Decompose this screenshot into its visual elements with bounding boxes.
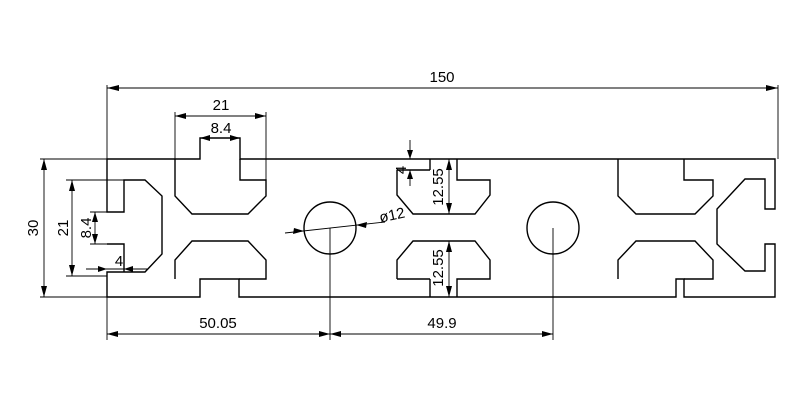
dim-height: 30 [25,158,107,298]
cavity-top-3 [617,159,714,215]
dim-label-4-top: 4 [393,166,410,174]
inner-cavities [174,159,714,297]
dim-label-30: 30 [25,220,42,237]
dim-hole-diameter: ø12 [284,205,407,234]
dim-end-slot-opening: 8.4 [78,211,107,245]
dim-label-diameter: ø12 [378,205,407,227]
end-slot-nub [107,243,125,272]
dimensions: 150 21 8.4 4 [25,69,779,340]
outer-contour [106,137,776,298]
cavity-bottom-1 [174,240,267,280]
dim-top-slot-opening: 8.4 [200,120,240,141]
dim-top-offset: 12.55 [430,159,452,214]
cavity-top-1 [174,159,267,215]
dim-label-8.4-top: 8.4 [211,120,232,137]
dim-end-slot-width: 21 [55,179,124,277]
dim-label-49.9: 49.9 [427,315,456,332]
dim-hole-positions: 50.05 49.9 [106,228,554,340]
dim-label-21-end: 21 [55,220,72,237]
profile-outline [106,137,776,298]
dim-end-slot-depth: 4 [86,253,148,272]
dim-label-12.55-bottom: 12.55 [430,249,447,287]
dim-label-4-end: 4 [115,253,123,270]
cavity-top-2 [396,159,491,215]
cavity-bottom-3 [617,240,714,280]
dim-label-150: 150 [429,69,454,86]
holes [303,201,580,255]
dim-overall-width: 150 [106,69,779,159]
dim-label-12.55-top: 12.55 [430,168,447,206]
dim-bottom-offset: 12.55 [430,241,452,297]
dim-label-8.4-end: 8.4 [78,218,95,239]
dim-label-50.05: 50.05 [199,315,237,332]
dim-label-21-top: 21 [213,97,230,114]
dim-slot-depth: 4 [393,140,413,186]
cavity-bottom-2 [396,240,491,297]
dim-top-slot-width: 21 [174,97,267,180]
